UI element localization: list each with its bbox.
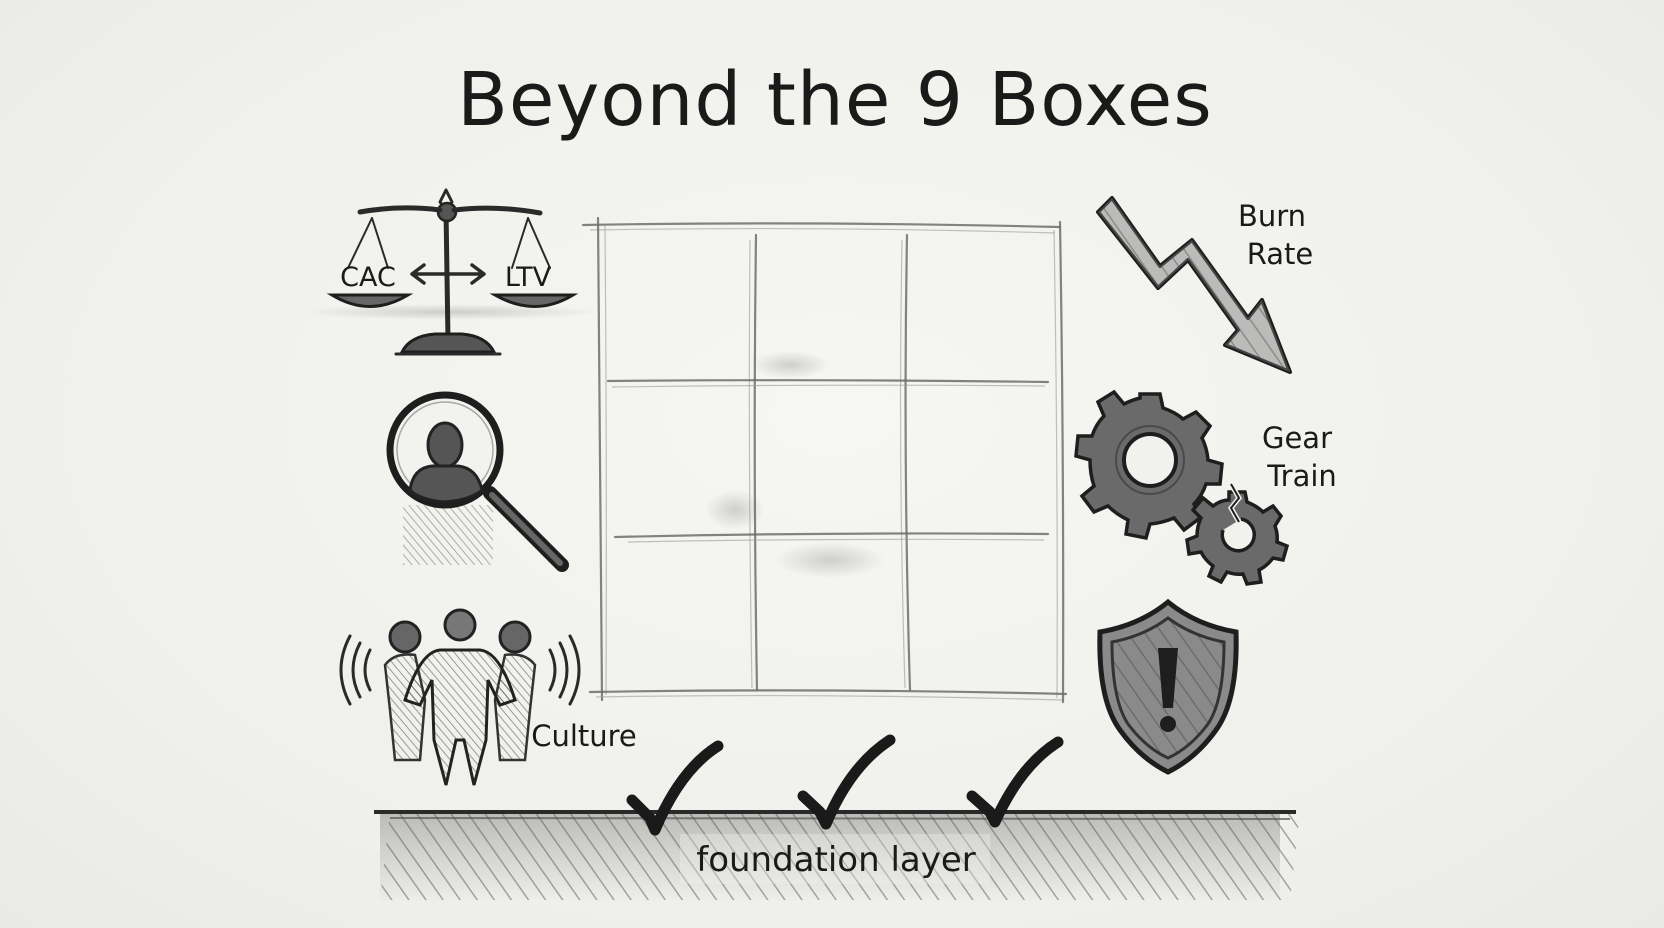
page-title: Beyond the 9 Boxes — [457, 57, 1213, 143]
shield-exclamation-icon — [1097, 598, 1239, 775]
gear-train-label-line1: Gear — [1262, 421, 1332, 455]
cac-label: CAC — [340, 262, 396, 293]
ltv-label: LTV — [505, 262, 552, 293]
people-group-icon — [339, 608, 581, 786]
nine-box-grid — [581, 216, 1068, 704]
balance-scale-icon — [300, 188, 600, 356]
gear-train-label-line2: Train — [1266, 459, 1337, 493]
burn-rate-label-line1: Burn — [1238, 199, 1306, 233]
down-zigzag-arrow-icon — [1096, 196, 1292, 374]
broken-gears-icon — [1074, 389, 1290, 586]
magnifier-person-icon — [386, 391, 569, 572]
checkmark-icon — [797, 734, 896, 830]
culture-label: Culture — [531, 719, 637, 753]
checkmark-icon — [626, 740, 724, 836]
checkmark-icon — [966, 736, 1064, 828]
foundation-label: foundation layer — [696, 840, 976, 880]
burn-rate-label-line2: Rate — [1247, 237, 1314, 271]
